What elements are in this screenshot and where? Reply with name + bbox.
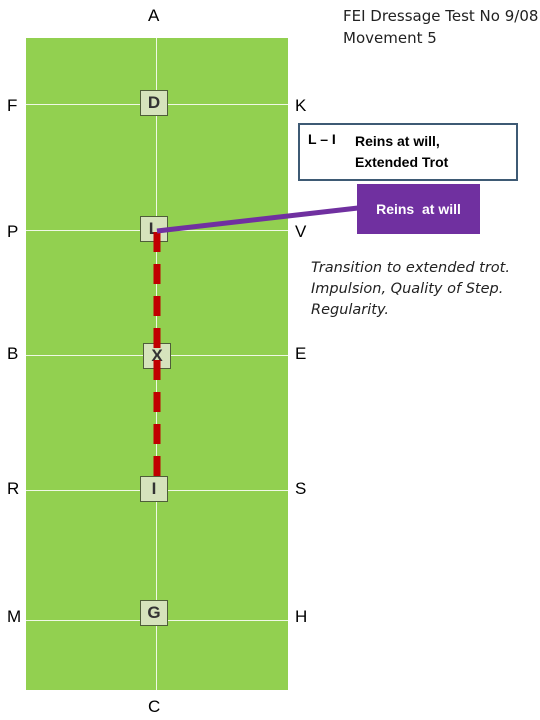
letter-a: A — [148, 6, 160, 25]
letter-f: F — [7, 96, 18, 115]
movement-description: Reins at will, Extended Trot — [355, 131, 448, 173]
letter-e: E — [295, 344, 307, 363]
test-name: FEI Dressage Test No 9/08 — [343, 7, 539, 25]
letter-v: V — [295, 222, 307, 241]
marker-g: G — [140, 600, 168, 626]
movement-info-box: L – I Reins at will, Extended Trot — [298, 123, 518, 181]
letter-b: B — [7, 344, 19, 363]
letter-r: R — [7, 479, 20, 498]
movement-label: L – I — [308, 131, 336, 147]
letter-m: M — [7, 607, 22, 626]
judging-notes: Transition to extended trot. Impulsion, … — [311, 258, 510, 321]
test-title: FEI Dressage Test No 9/08 Movement 5 — [343, 5, 538, 49]
marker-i: I — [140, 476, 168, 502]
note-line-3: Regularity. — [311, 302, 390, 318]
letter-c: C — [148, 697, 161, 716]
letter-k: K — [295, 96, 307, 115]
letter-p: P — [7, 222, 19, 241]
reins-callout: Reins at will — [357, 184, 480, 234]
letter-s: S — [295, 479, 307, 498]
note-line-2: Impulsion, Quality of Step. — [311, 281, 504, 297]
movement-number: Movement 5 — [343, 29, 437, 47]
movement-description-line1: Reins at will, — [355, 133, 440, 149]
marker-d: D — [140, 90, 168, 116]
movement-description-line2: Extended Trot — [355, 154, 449, 170]
note-line-1: Transition to extended trot. — [311, 260, 510, 276]
reins-callout-text: Reins at will — [376, 201, 461, 217]
letter-h: H — [295, 607, 308, 626]
callout-connector-line — [156, 205, 359, 234]
